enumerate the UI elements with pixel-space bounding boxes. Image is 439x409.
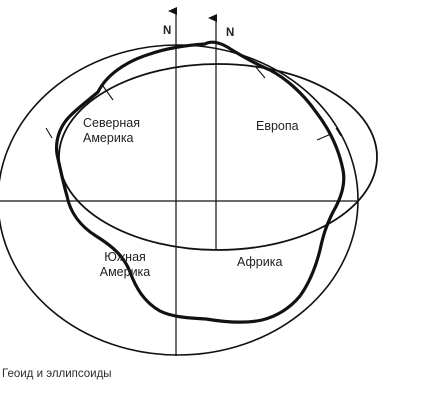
tick-mark: [102, 85, 114, 101]
tick-marks: [45, 65, 342, 141]
reference-ellipsoid: [0, 44, 359, 356]
geoid-outline: [54, 40, 346, 324]
region-label-africa: Африка: [237, 255, 283, 269]
region-label-europe: Европа: [256, 119, 299, 133]
figure-caption: Геоид и эллипсоиды: [2, 368, 112, 380]
tick-mark: [316, 133, 332, 141]
north-label-local: N: [226, 27, 235, 39]
north-label-reference: N: [163, 25, 172, 37]
tick-mark: [45, 127, 53, 139]
geoid-ellipsoids-diagram: [0, 7, 378, 356]
region-label-south-america: Южная Америка: [99, 250, 151, 279]
tick-mark: [254, 65, 266, 79]
tick-mark: [335, 127, 342, 137]
region-label-north-america: Северная Америка: [83, 116, 141, 145]
